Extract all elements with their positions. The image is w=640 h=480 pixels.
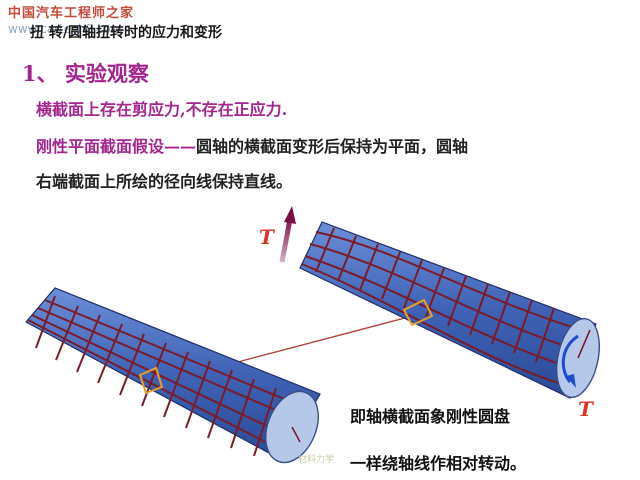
section-heading: 1、 实验观察 <box>22 61 149 86</box>
caption-line-2: 一样绕轴线作相对转动。 <box>350 454 527 473</box>
text-hypothesis-name: 刚性平面截面假设—— <box>36 137 197 156</box>
text-shear-stress: 横截面上存在剪应力,不存在正应力. <box>36 100 288 119</box>
torque-arrow-icon <box>279 206 296 263</box>
caption-line-1: 即轴横截面象刚性圆盘 <box>350 407 511 426</box>
right-cylinder <box>299 221 600 399</box>
footer-mark: 材料力学 <box>298 455 335 465</box>
text-rigid-plane-hypothesis: 刚性平面截面假设——圆轴的横截面变形后保持为平面，圆轴 <box>36 133 468 157</box>
end-rotation-arrow-icon <box>561 334 579 383</box>
torque-label-bottom: T <box>578 397 593 421</box>
watermark: 中国汽车工程师之家 www.cartech8.com <box>8 6 198 36</box>
text-hypothesis-desc: 圆轴的横截面变形后保持为平面，圆轴 <box>196 137 469 156</box>
right-element-box <box>402 298 434 327</box>
left-element-box <box>138 366 164 395</box>
slide-title: 扭 转/圆轴扭转时的应力和变形 <box>30 25 222 41</box>
torque-label-top: T <box>259 225 274 249</box>
text-radial-lines: 右端截面上所绘的径向线保持直线。 <box>36 172 293 191</box>
watermark-title: 中国汽车工程师之家 <box>8 6 135 21</box>
watermark-url: www.cartech8.com <box>8 22 123 36</box>
left-cylinder <box>25 287 321 464</box>
